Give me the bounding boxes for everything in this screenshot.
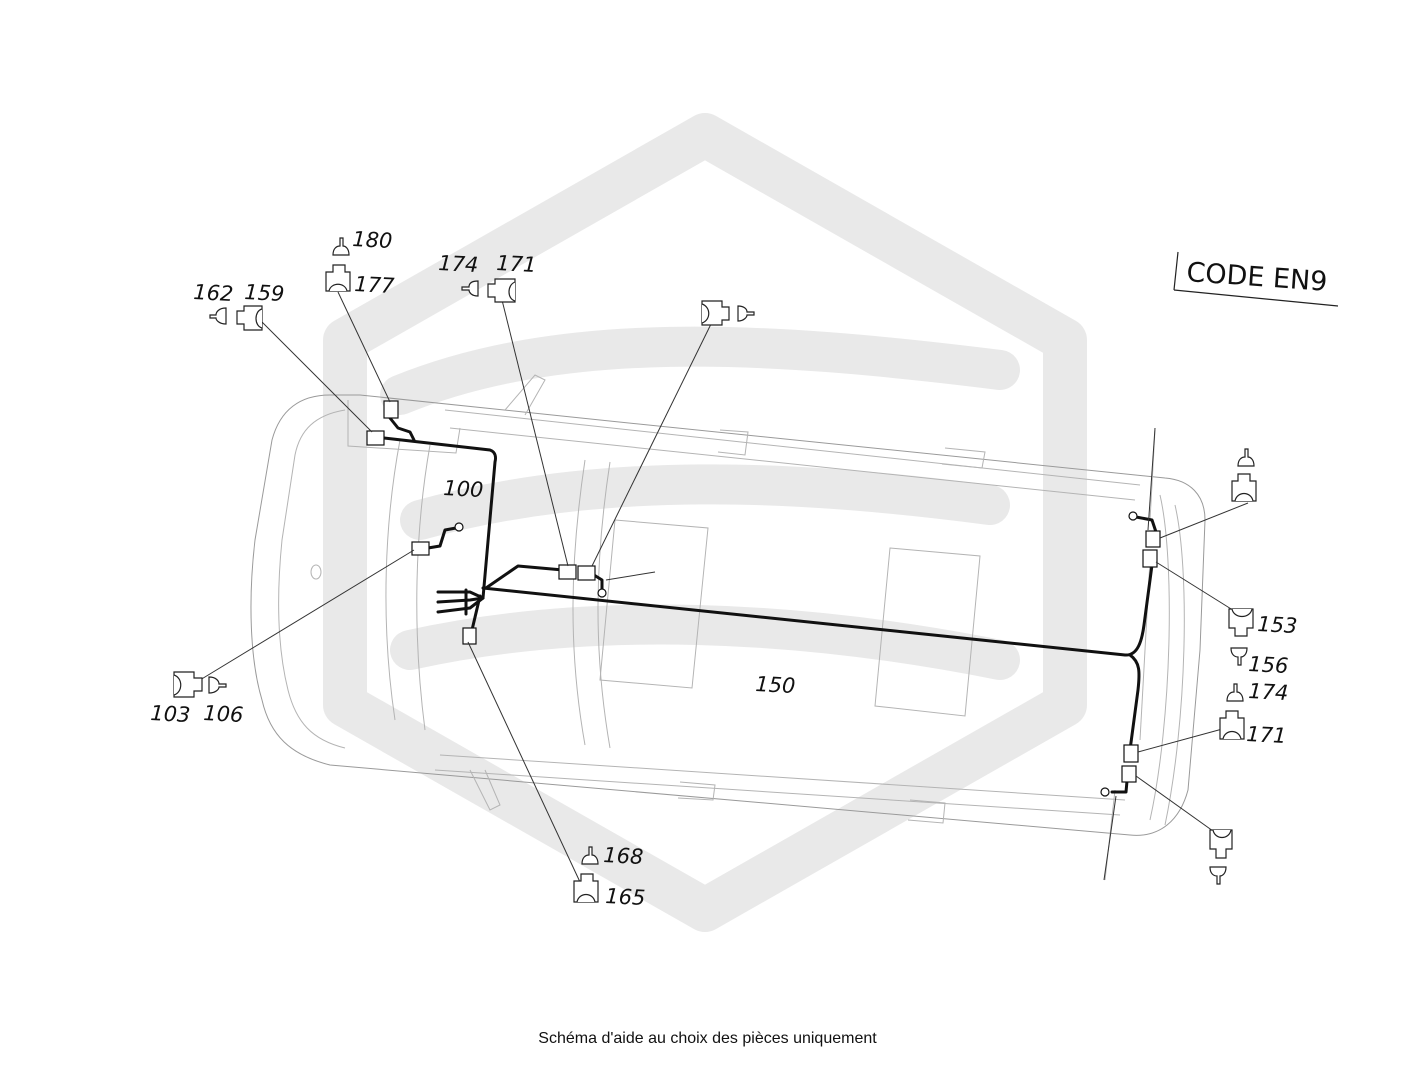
callout-180: 180: [352, 227, 393, 253]
lamp-holder-icon: [236, 305, 263, 331]
part-icons: [173, 237, 1257, 903]
lamp-holder-icon: [701, 300, 730, 326]
callout-100: 100: [443, 476, 484, 502]
bulb-icon: [461, 280, 479, 297]
bulb-icon: [332, 237, 350, 256]
bulb-icon: [1226, 683, 1244, 702]
watermark-logo: [323, 113, 1087, 932]
lamp-holder-icon: [1231, 473, 1257, 502]
callout-150: 150: [755, 672, 796, 698]
harness-connectors: [366, 400, 1161, 797]
lamp-holder-icon: [1228, 608, 1254, 637]
callout-174-right: 174: [1248, 679, 1289, 705]
callout-labels: 180 177 162 159 174 171 100 150 103 106 …: [150, 227, 1298, 910]
bulb-icon: [208, 676, 227, 694]
lamp-holder-icon: [1209, 829, 1233, 859]
callout-171-top: 171: [496, 251, 537, 277]
lamp-holder-icon: [1219, 710, 1245, 740]
bulb-icon: [1237, 448, 1255, 467]
diagram-caption: Schéma d'aide au choix des pièces unique…: [538, 1030, 877, 1047]
callout-177: 177: [354, 272, 396, 298]
callout-106: 106: [203, 701, 244, 727]
code-en9-text: CODE EN9: [1186, 257, 1329, 298]
lamp-holder-icon: [325, 264, 351, 292]
code-label: CODE EN9: [1173, 251, 1339, 307]
callout-162: 162: [193, 280, 234, 306]
callout-156: 156: [1248, 652, 1289, 678]
bulb-icon: [1230, 647, 1248, 666]
callout-174-top: 174: [438, 251, 479, 277]
leader-lines: [199, 291, 1249, 883]
callout-171-right: 171: [1246, 722, 1287, 748]
bulb-icon: [1209, 866, 1227, 885]
callout-168: 168: [603, 843, 644, 869]
callout-159: 159: [244, 280, 285, 306]
harness-150: [382, 416, 1158, 794]
bulb-icon: [581, 846, 599, 865]
bulb-icon: [209, 307, 227, 325]
car-outline: [250, 374, 1206, 881]
callout-165: 165: [605, 884, 646, 910]
lamp-holder-icon: [487, 278, 516, 303]
bulb-icon: [737, 305, 755, 322]
callout-153: 153: [1257, 612, 1298, 638]
lamp-holder-icon: [173, 671, 203, 698]
callout-103: 103: [150, 701, 191, 727]
lamp-holder-icon: [573, 873, 599, 903]
